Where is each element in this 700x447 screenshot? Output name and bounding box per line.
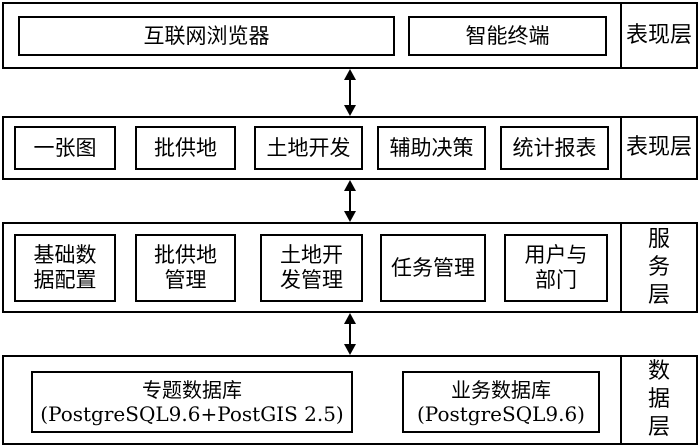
layer-label-presentation-top: 表现层 bbox=[625, 22, 692, 48]
layer-divider bbox=[620, 224, 622, 311]
one-map-box: 一张图 bbox=[14, 126, 116, 170]
double-arrow-2 bbox=[342, 180, 358, 222]
layer-presentation-bottom: 一张图 批供地 土地开发 辅助决策 统计报表 表现层 bbox=[2, 116, 698, 180]
layer-label-data: 数据层 bbox=[647, 359, 670, 440]
browser-box: 互联网浏览器 bbox=[18, 16, 395, 56]
layer-divider bbox=[620, 357, 622, 443]
layer-data: 专题数据库 (PostgreSQL9.6+PostGIS 2.5) 业务数据库 … bbox=[2, 355, 698, 445]
batch-supply-box: 批供地 bbox=[135, 126, 236, 170]
browser-label: 互联网浏览器 bbox=[143, 23, 270, 48]
batch-supply-management-box: 批供地 管理 bbox=[135, 234, 236, 302]
double-arrow-3 bbox=[342, 313, 358, 355]
business-database-box: 业务数据库 (PostgreSQL9.6) bbox=[402, 371, 600, 433]
layer-label-presentation-bottom: 表现层 bbox=[625, 135, 692, 160]
smart-terminal-box: 智能终端 bbox=[408, 16, 607, 56]
layer-label-service: 服务层 bbox=[647, 226, 670, 308]
layer-presentation-top: 互联网浏览器 智能终端 表现层 bbox=[2, 2, 698, 69]
layer-divider bbox=[620, 4, 622, 67]
layer-divider bbox=[620, 118, 622, 178]
land-development-box: 土地开发 bbox=[254, 126, 363, 170]
land-development-management-box: 土地开 发管理 bbox=[260, 234, 363, 302]
thematic-database-box: 专题数据库 (PostgreSQL9.6+PostGIS 2.5) bbox=[31, 371, 353, 433]
smart-terminal-label: 智能终端 bbox=[465, 23, 550, 48]
decision-support-box: 辅助决策 bbox=[377, 126, 486, 170]
layer-service: 基础数 据配置 批供地 管理 土地开 发管理 任务管理 用户与 部门 服务层 bbox=[2, 222, 698, 313]
task-management-box: 任务管理 bbox=[380, 234, 486, 302]
basic-data-config-box: 基础数 据配置 bbox=[14, 234, 116, 302]
statistics-report-box: 统计报表 bbox=[500, 126, 609, 170]
users-departments-box: 用户与 部门 bbox=[504, 234, 608, 302]
double-arrow-1 bbox=[342, 69, 358, 116]
